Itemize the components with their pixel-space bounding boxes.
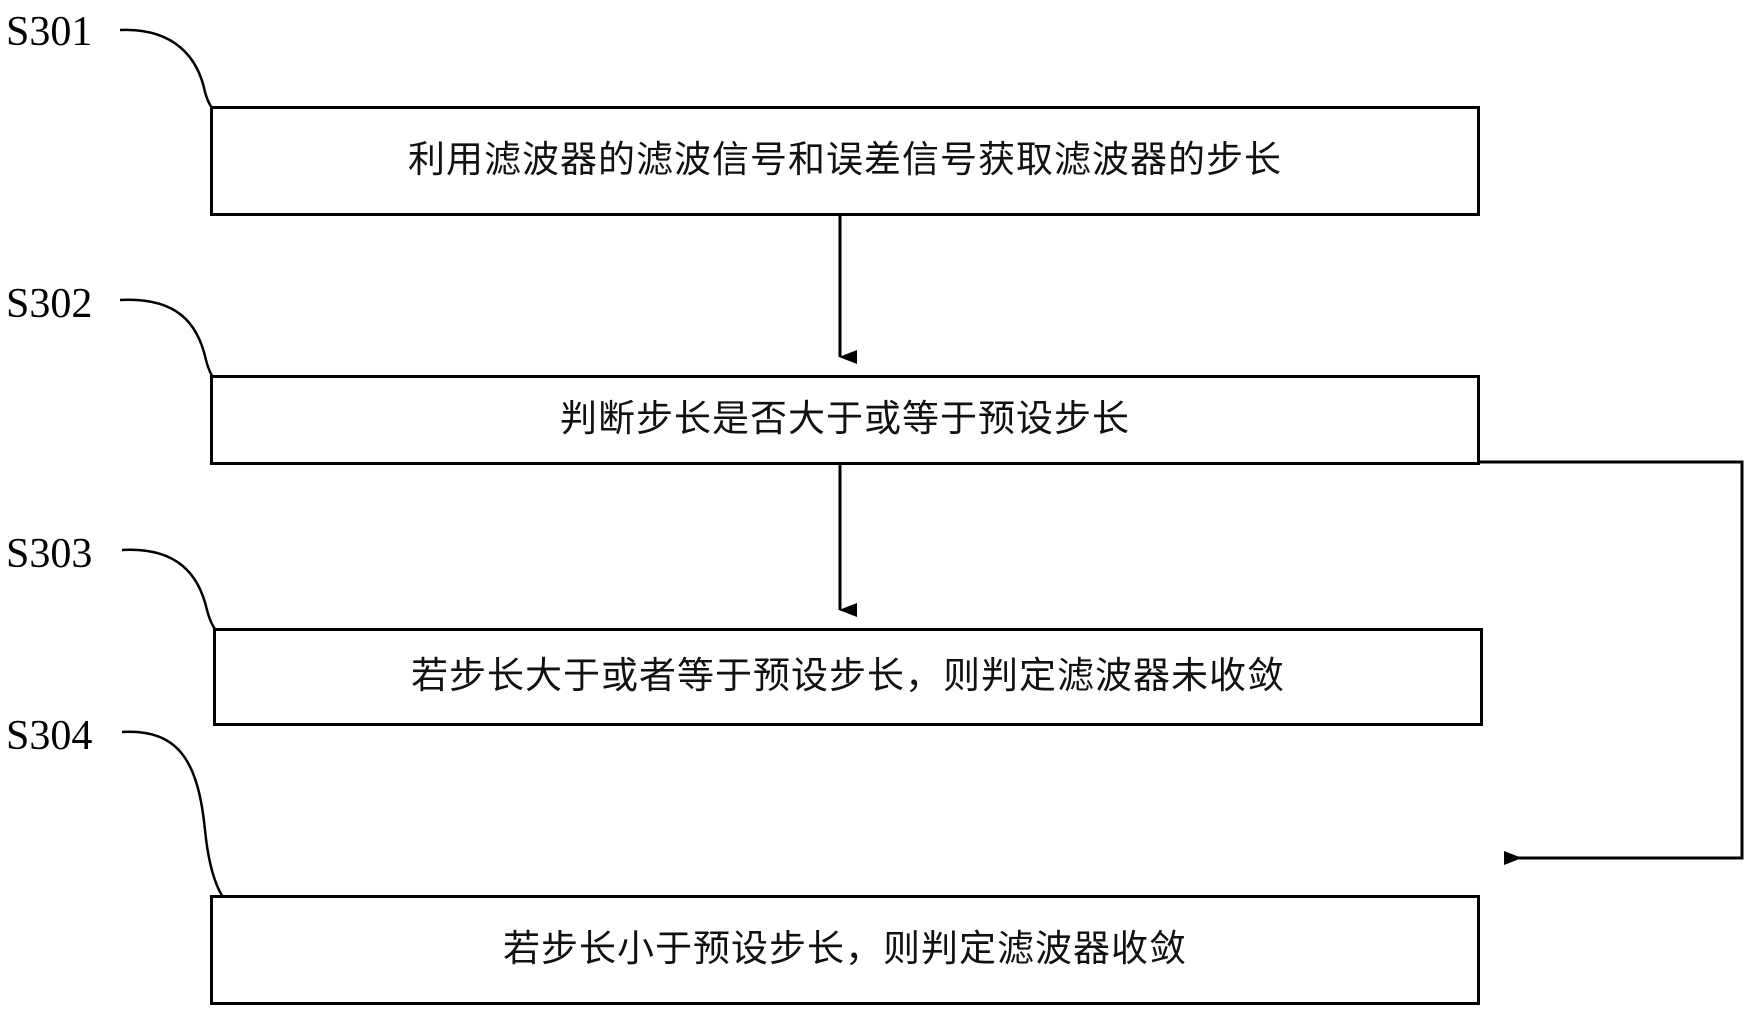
step-tag-s302: S302 xyxy=(6,281,93,327)
process-box-s302-label: 判断步长是否大于或等于预设步长 xyxy=(560,398,1130,440)
step-tag-s301: S301 xyxy=(6,9,93,55)
process-box-s303: 若步长大于或者等于预设步长，则判定滤波器未收敛 xyxy=(213,628,1483,726)
process-box-s302: 判断步长是否大于或等于预设步长 xyxy=(210,375,1480,465)
process-box-s303-label: 若步长大于或者等于预设步长，则判定滤波器未收敛 xyxy=(411,655,1285,697)
connector-s302-to-s304-feedback xyxy=(1480,460,1744,865)
step-tag-s303: S303 xyxy=(6,531,93,577)
process-box-s301: 利用滤波器的滤波信号和误差信号获取滤波器的步长 xyxy=(210,106,1480,216)
process-box-s304-label: 若步长小于预设步长，则判定滤波器收敛 xyxy=(503,928,1187,970)
step-tag-s304: S304 xyxy=(6,713,93,759)
process-box-s301-label: 利用滤波器的滤波信号和误差信号获取滤波器的步长 xyxy=(408,139,1282,181)
leader-s304 xyxy=(121,730,249,914)
process-box-s304: 若步长小于预设步长，则判定滤波器收敛 xyxy=(210,895,1480,1005)
